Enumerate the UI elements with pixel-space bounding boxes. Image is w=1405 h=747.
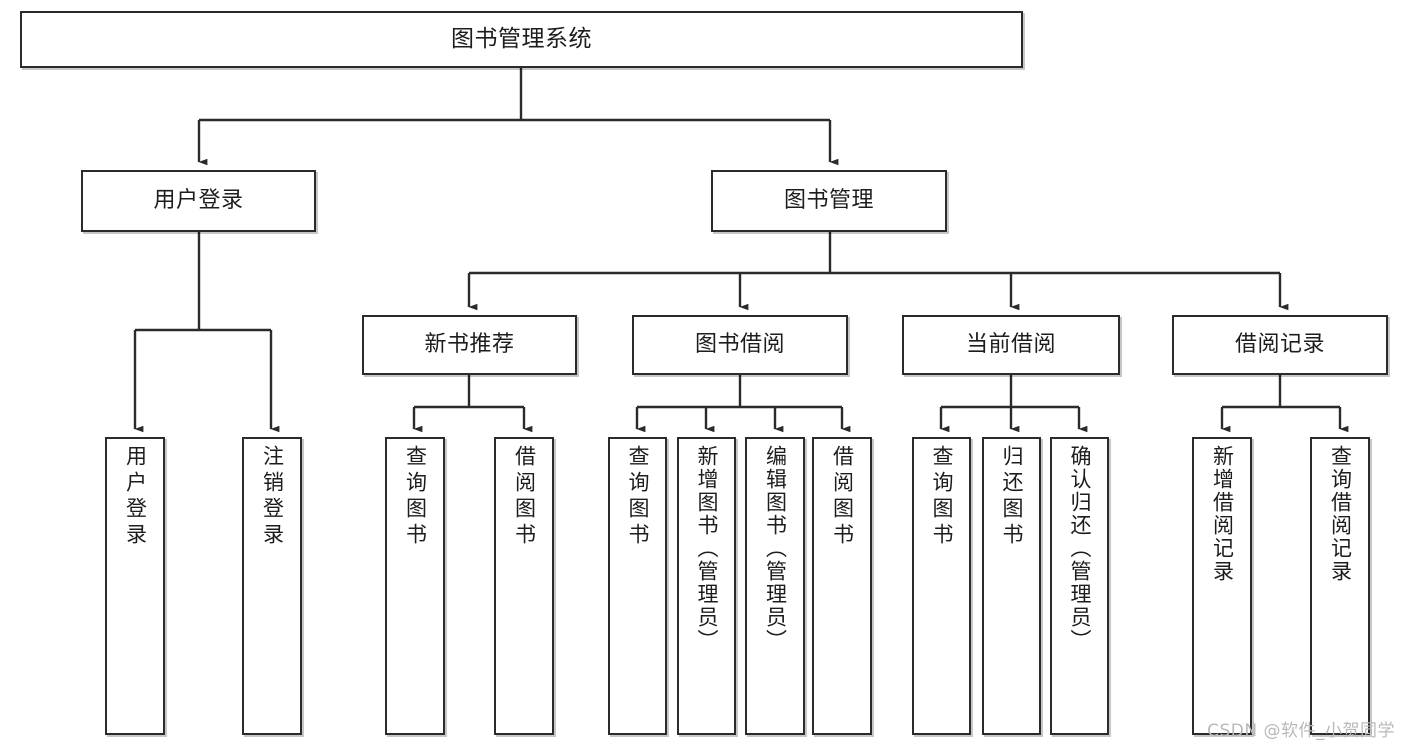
node-current-borrow[interactable]: 当前借阅 bbox=[902, 315, 1120, 375]
node-leaf-borrow-book-1-label: 借阅图书 bbox=[512, 445, 537, 549]
node-root[interactable]: 图书管理系统 bbox=[20, 11, 1023, 68]
node-current-borrow-label: 当前借阅 bbox=[965, 332, 1056, 358]
node-leaf-query-book-2-label: 查询图书 bbox=[626, 445, 650, 549]
node-book-manage[interactable]: 图书管理 bbox=[711, 170, 947, 232]
node-book-borrow-label: 图书借阅 bbox=[694, 332, 785, 358]
node-leaf-query-record[interactable]: 查询借阅记录 bbox=[1310, 437, 1370, 735]
node-user-login-label: 用户登录 bbox=[153, 188, 244, 214]
node-leaf-return-book-label: 归还图书 bbox=[1000, 445, 1024, 549]
node-leaf-query-record-label: 查询借阅记录 bbox=[1328, 445, 1353, 583]
node-user-login[interactable]: 用户登录 bbox=[81, 170, 316, 232]
node-leaf-query-book-3[interactable]: 查询图书 bbox=[912, 437, 971, 735]
node-leaf-add-record-label: 新增借阅记录 bbox=[1210, 445, 1235, 583]
node-new-book-recommend-label: 新书推荐 bbox=[424, 332, 515, 358]
node-leaf-confirm-return[interactable]: 确认归还（管理员） bbox=[1050, 437, 1109, 735]
node-new-book-recommend[interactable]: 新书推荐 bbox=[362, 315, 577, 375]
node-leaf-add-book-label: 新增图书（管理员） bbox=[695, 445, 719, 652]
node-leaf-query-book-3-label: 查询图书 bbox=[930, 445, 954, 549]
node-leaf-borrow-book-2[interactable]: 借阅图书 bbox=[812, 437, 872, 735]
node-leaf-add-book[interactable]: 新增图书（管理员） bbox=[677, 437, 736, 735]
node-leaf-edit-book-label: 编辑图书（管理员） bbox=[763, 445, 788, 652]
node-leaf-user-logout[interactable]: 注销登录 bbox=[242, 437, 302, 735]
node-book-borrow[interactable]: 图书借阅 bbox=[632, 315, 848, 375]
watermark-text: CSDN @软件_小贺同学 bbox=[1207, 721, 1395, 741]
node-leaf-confirm-return-label: 确认归还（管理员） bbox=[1068, 445, 1092, 652]
node-root-label: 图书管理系统 bbox=[451, 25, 592, 52]
node-leaf-query-book-2[interactable]: 查询图书 bbox=[608, 437, 667, 735]
node-leaf-user-logout-label: 注销登录 bbox=[260, 445, 285, 549]
node-leaf-query-book-1-label: 查询图书 bbox=[403, 445, 428, 549]
node-leaf-query-book-1[interactable]: 查询图书 bbox=[385, 437, 445, 735]
node-borrow-record-label: 借阅记录 bbox=[1234, 332, 1325, 358]
node-leaf-borrow-book-2-label: 借阅图书 bbox=[830, 445, 855, 549]
node-leaf-add-record[interactable]: 新增借阅记录 bbox=[1192, 437, 1252, 735]
node-leaf-user-login-label: 用户登录 bbox=[123, 445, 148, 549]
node-book-manage-label: 图书管理 bbox=[783, 188, 874, 214]
node-leaf-borrow-book-1[interactable]: 借阅图书 bbox=[494, 437, 554, 735]
node-leaf-edit-book[interactable]: 编辑图书（管理员） bbox=[745, 437, 805, 735]
node-leaf-user-login[interactable]: 用户登录 bbox=[105, 437, 165, 735]
node-borrow-record[interactable]: 借阅记录 bbox=[1172, 315, 1388, 375]
node-leaf-return-book[interactable]: 归还图书 bbox=[982, 437, 1041, 735]
